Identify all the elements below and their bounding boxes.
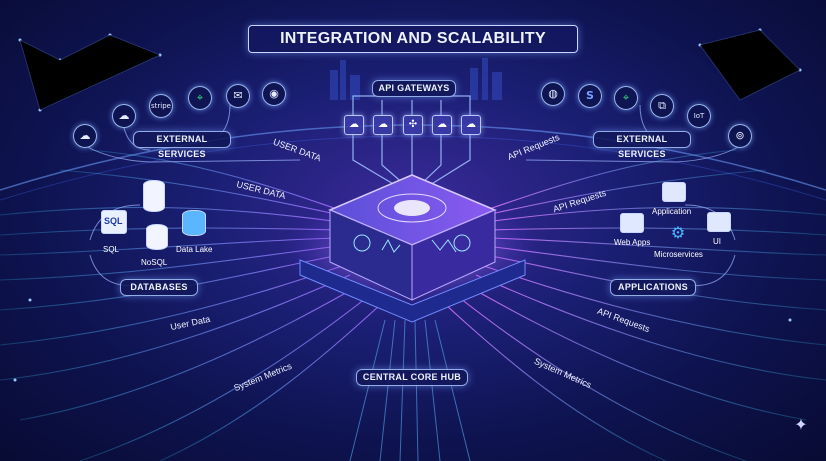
databases-label: DATABASES [120, 279, 198, 296]
microservices-label: Microservices [654, 250, 703, 259]
data-lake-icon [182, 210, 206, 236]
sql-icon-text: SQL [104, 216, 123, 226]
application-label: Application [652, 207, 692, 216]
cloud-icon: ☁ [112, 104, 136, 128]
external-services-right-label: EXTERNAL SERVICES [593, 131, 691, 159]
cloud-icon: ☁ [73, 124, 97, 148]
application-window-icon [662, 182, 686, 202]
globe-icon: ◍ [541, 82, 565, 106]
gateway-cloud-icon: ☁ [373, 115, 393, 135]
api-gateways-label: API GATEWAYS [372, 80, 456, 97]
s-icon: S [578, 84, 602, 108]
sql-database-icon: SQL [101, 210, 127, 234]
sparkle-icon: ✦ [794, 415, 808, 434]
iot-icon: IoT [687, 104, 711, 128]
ui-window-icon [707, 212, 731, 232]
applications-label: APPLICATIONS [610, 279, 696, 296]
maps-icon: ⌖ [614, 86, 638, 110]
gateway-cloud-icon: ☁ [344, 115, 364, 135]
external-services-left-label: EXTERNAL SERVICES [133, 131, 231, 159]
nosql-label: NoSQL [141, 258, 168, 267]
database-cylinder-icon [143, 180, 165, 212]
gateway-cloud-icon: ☁ [432, 115, 452, 135]
page-title: INTEGRATION AND SCALABILITY [248, 25, 578, 53]
nosql-database-icon [146, 224, 168, 250]
wireless-icon: ◉ [262, 82, 286, 106]
stripe-icon: stripe [149, 94, 173, 118]
network-icon: ⧉ [650, 94, 674, 118]
ui-label: UI [713, 237, 721, 246]
sensor-icon: ⊚ [728, 124, 752, 148]
gateway-network-icon: ✣ [403, 115, 423, 135]
central-core-hub-label: CENTRAL CORE HUB [356, 369, 468, 386]
data-lake-label: Data Lake [176, 245, 213, 254]
web-apps-label: Web Apps [614, 238, 651, 247]
web-apps-icon [620, 213, 644, 233]
sql-label: SQL [103, 245, 120, 254]
gateway-cloud-icon: ☁ [461, 115, 481, 135]
gear-icon: ⚙ [670, 223, 686, 242]
maps-icon: ⌖ [188, 86, 212, 110]
mail-icon: ✉ [226, 84, 250, 108]
